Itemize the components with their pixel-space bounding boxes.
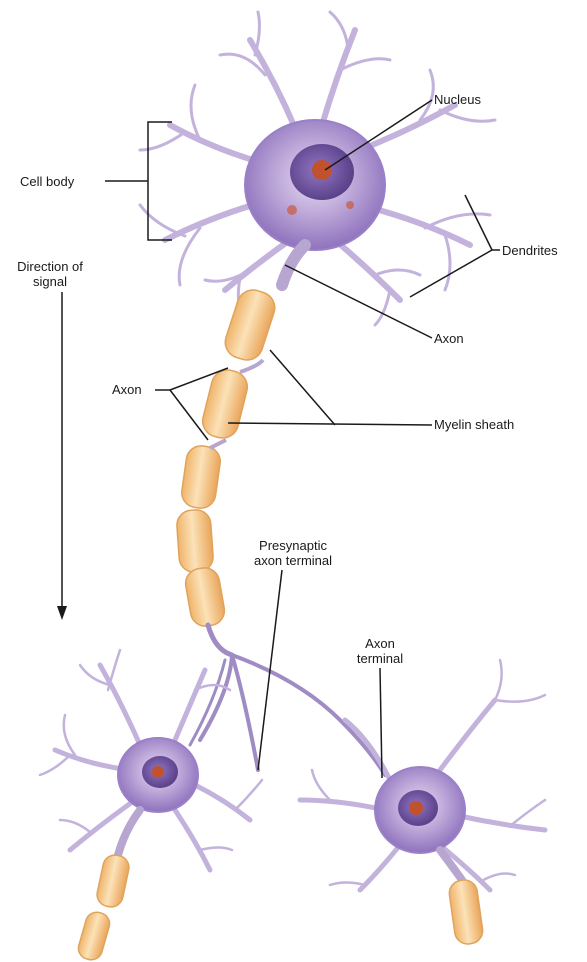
label-direction-line1: Direction of [10,259,90,274]
label-myelin-sheath: Myelin sheath [434,417,514,432]
label-presynaptic-axon-terminal: Presynaptic axon terminal [238,538,348,568]
nucleolus-top [312,160,332,180]
label-dendrites: Dendrites [502,243,558,258]
label-nucleus: Nucleus [434,92,481,107]
label-direction-line2: signal [10,274,90,289]
direction-arrow [57,292,67,620]
label-presynaptic-line2: axon terminal [238,553,348,568]
label-axon-left: Axon [112,382,142,397]
myelin-segments-main [176,286,279,629]
label-axon-terminal: Axon terminal [340,636,420,666]
label-axon-top: Axon [434,331,464,346]
label-axon-terminal-line2: terminal [340,651,420,666]
label-direction-of-signal: Direction of signal [10,259,90,289]
label-presynaptic-line1: Presynaptic [238,538,348,553]
label-cell-body: Cell body [20,174,74,189]
label-axon-terminal-line1: Axon [340,636,420,651]
